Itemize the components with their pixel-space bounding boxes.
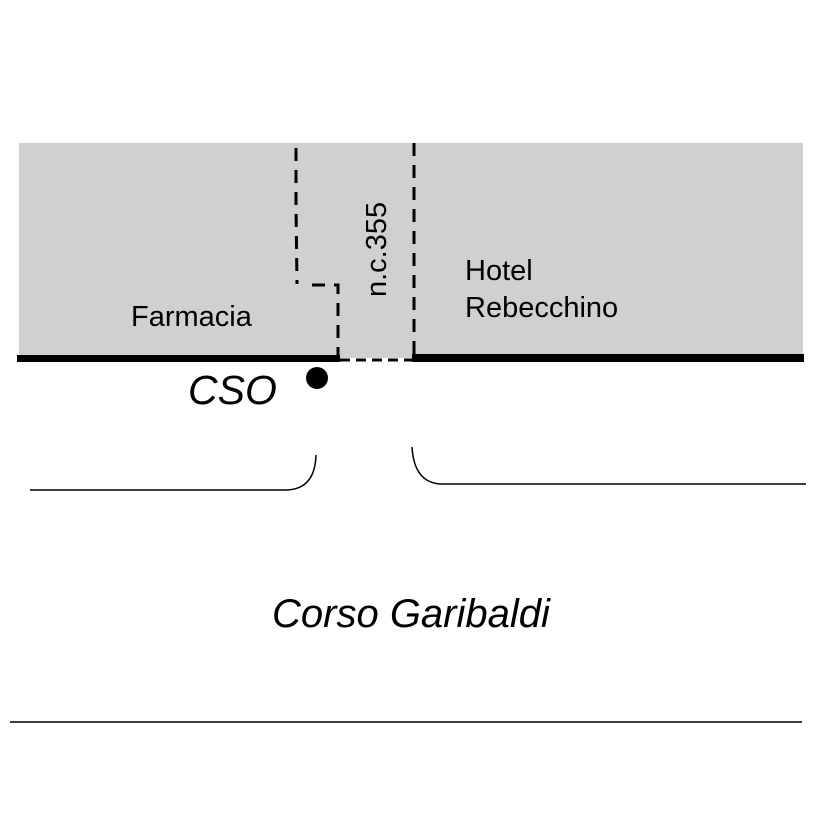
property-boundary-lines bbox=[294, 143, 416, 357]
facade-line-left bbox=[17, 355, 340, 362]
hotel-label-line2: Rebecchino bbox=[465, 292, 618, 324]
curb-left bbox=[30, 454, 317, 491]
farmacia-label: Farmacia bbox=[131, 301, 253, 333]
cso-marker-icon bbox=[306, 367, 328, 389]
facade-line-right bbox=[412, 354, 804, 362]
curb-right bbox=[411, 446, 806, 485]
street-name-label: Corso Garibaldi bbox=[272, 592, 551, 636]
hotel-label-line1: Hotel bbox=[465, 255, 533, 287]
building-block bbox=[19, 143, 803, 358]
civic-number-label: n.c.355 bbox=[361, 202, 393, 297]
cso-label: CSO bbox=[188, 367, 277, 413]
